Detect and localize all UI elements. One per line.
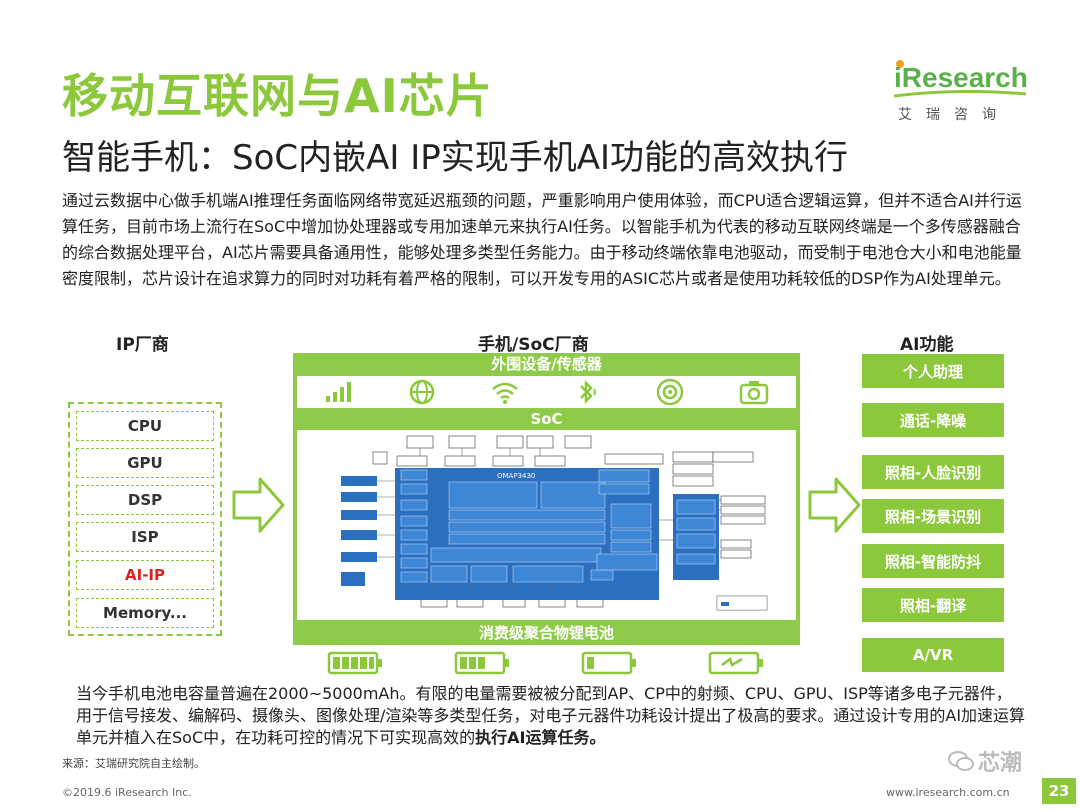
intro-paragraph: 通过云数据中心做手机端AI推理任务面临网络带宽延迟瓶颈的问题，严重影响用户使用体… [62,191,1022,288]
logo-cn-text: 艾瑞咨询 [898,107,1010,123]
camera-icon [739,381,769,405]
source-note: 来源：艾瑞研究院自主绘制。 [62,757,205,770]
ip-item-ai-ip: AI-IP [76,560,214,590]
ai-item-scene-recognition: 照相-场景识别 [862,499,1004,533]
ai-item-call-denoise: 通话-降噪 [862,403,1004,437]
battery-label: 消费级聚合物锂电池 [478,624,614,642]
ip-vendor-group [68,402,222,636]
watermark-text: 芯潮 [978,751,1023,776]
right-arrow-icon [808,477,861,533]
ip-item-memory: Memory... [76,598,214,628]
ai-item-assistant: 个人助理 [862,354,1004,388]
ai-item-face-recognition: 照相-人脸识别 [862,455,1004,489]
sensor-icons-row [297,376,796,408]
website-link[interactable]: www.iresearch.com.cn [886,786,1010,799]
battery-charging-icon [708,651,763,675]
ip-item-dsp: DSP [76,485,214,515]
ip-item-gpu: GPU [76,448,214,478]
signal-icon [325,382,351,402]
globe-icon [409,379,434,405]
speaker-icon [656,378,684,406]
battery-high-icon [454,651,510,675]
bluetooth-icon [580,379,597,405]
column-header-ip: IP厂商 [116,335,169,355]
peripherals-label: 外围设备/传感器 [491,355,602,373]
copyright: ©2019.6 iResearch Inc. [62,786,192,799]
battery-low-icon [581,651,636,675]
logo-swoosh-icon [894,90,1026,98]
conclusion-text: 当今手机电池电容量普遍在2000~5000mAh。有限的电量需要被被分配到AP、… [76,684,1026,747]
battery-icons-row [293,650,800,676]
soc-block-diagram: OMAP3430 [297,430,796,620]
right-arrow-icon [232,477,285,533]
watermark: 芯潮 [948,745,1022,777]
battery-full-icon [328,651,383,675]
column-header-ai: AI功能 [900,335,954,355]
omap-diagram-image: OMAP3430 [341,435,768,611]
ai-item-ar-vr: A/VR [862,638,1004,672]
wifi-icon [491,382,518,404]
ai-item-translation: 照相-翻译 [862,588,1004,622]
conclusion-bold: 执行AI运算任务。 [475,728,606,747]
page-title: 移动互联网与AI芯片 [62,69,493,123]
logo-wordmark: iResearch [894,62,1028,93]
page-number: 23 [1042,778,1076,804]
conclusion-paragraph: 当今手机电池电容量普遍在2000~5000mAh。有限的电量需要被被分配到AP、… [76,683,1026,749]
ip-item-cpu: CPU [76,411,214,441]
iresearch-logo: iResearch 艾瑞咨询 [894,60,1028,130]
page-subtitle: 智能手机：SoC内嵌AI IP实现手机AI功能的高效执行 [62,138,849,178]
soc-label: SoC [530,410,563,428]
chip-name-text: OMAP3430 [497,472,535,480]
column-header-soc: 手机/SoC厂商 [478,335,589,355]
ip-item-isp: ISP [76,522,214,552]
ai-item-stabilization: 照相-智能防抖 [862,544,1004,578]
wechat-icon [948,751,974,771]
logo-dot-icon [896,60,904,68]
